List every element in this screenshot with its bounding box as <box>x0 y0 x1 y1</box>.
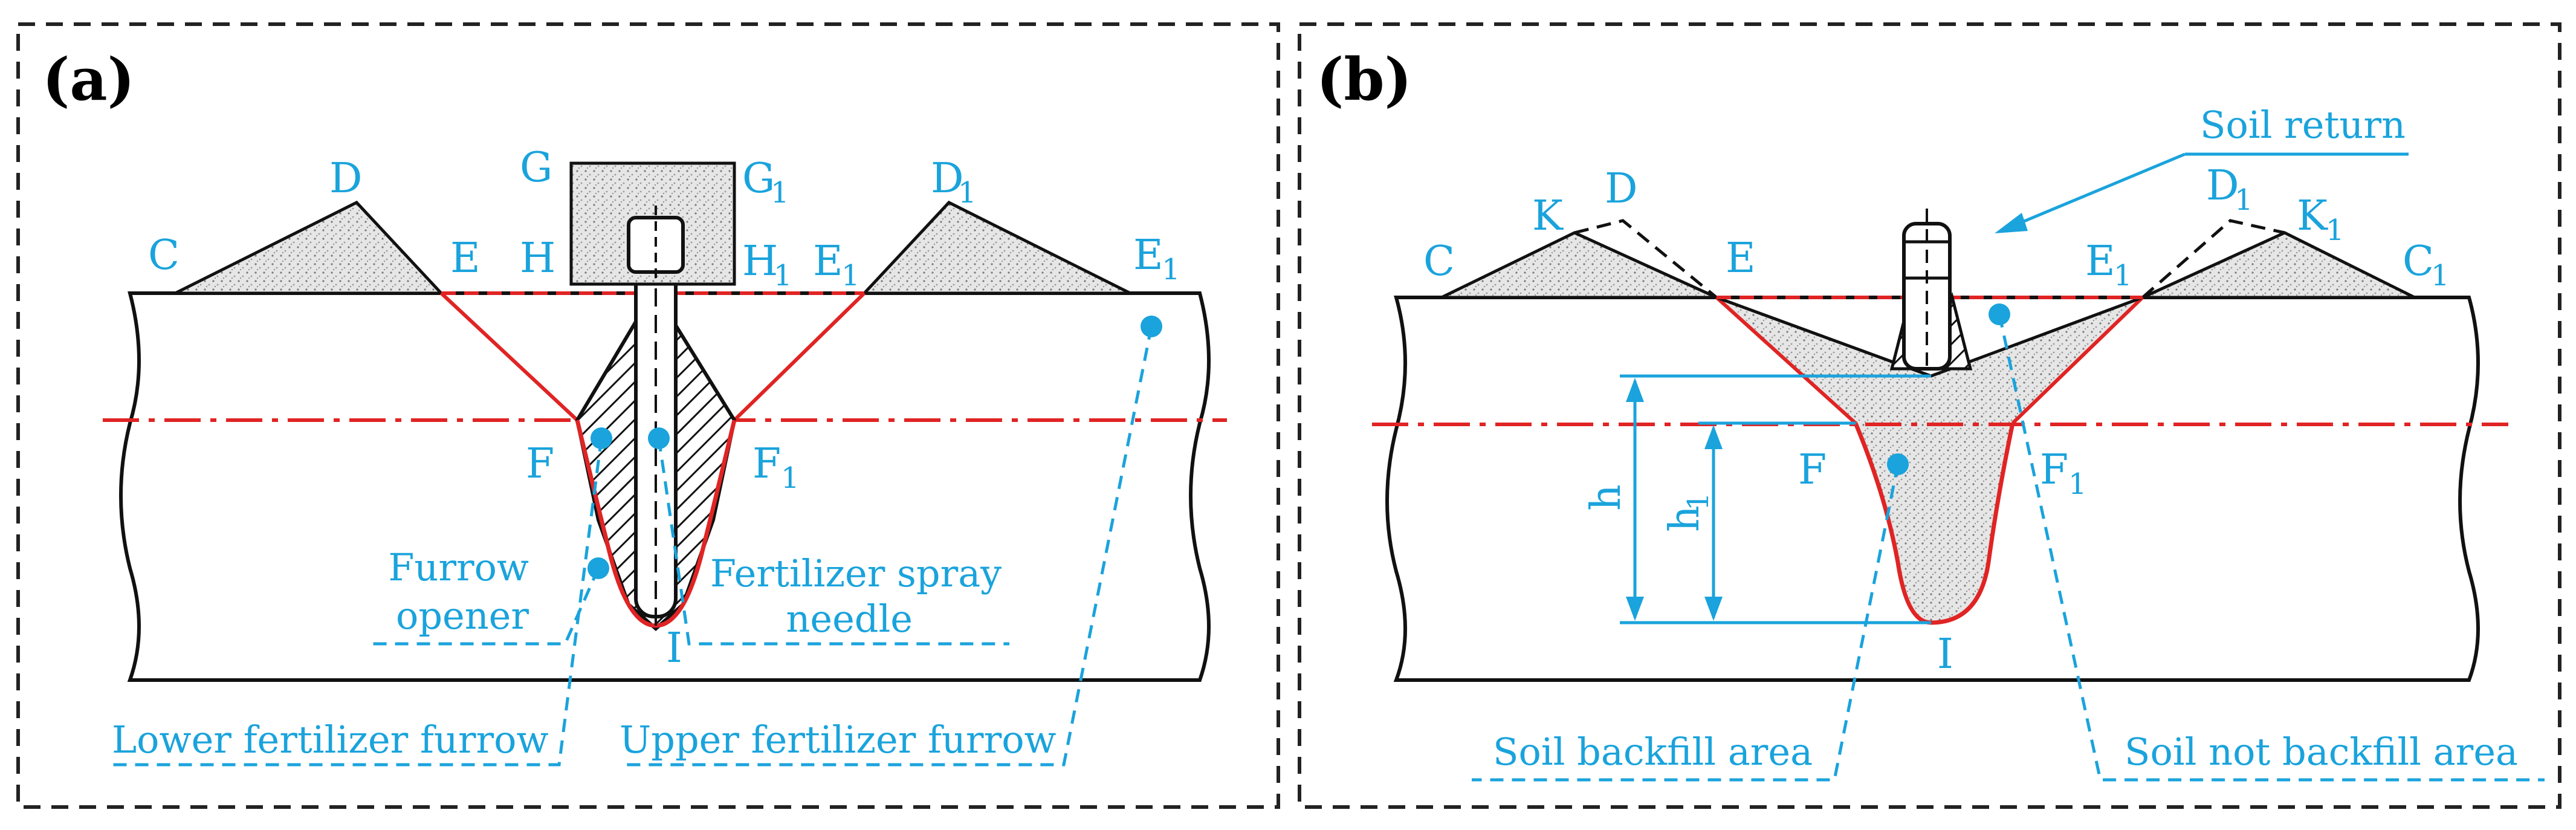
dim-h-arrow-top <box>1626 378 1644 402</box>
point-labels-a: C D E H G G 1 H 1 E 1 D 1 E 1 F F 1 I <box>148 144 1180 672</box>
dim-labels-b: h h 1 <box>1582 484 1715 532</box>
point-g: G <box>520 144 552 192</box>
panel-a-label: (a) <box>42 45 135 114</box>
dim-h1-arrow-bottom <box>1704 597 1723 621</box>
point-e-b: E <box>1726 235 1756 282</box>
point-d1-sub: 1 <box>958 176 977 210</box>
soil-return-annotation: Soil return <box>1995 103 2409 233</box>
point-e1-outer: E <box>1133 232 1163 279</box>
callout-leaders-b <box>1472 314 2545 782</box>
point-i: I <box>666 624 682 672</box>
point-g1-sub: 1 <box>771 176 789 210</box>
soil-pile-left-a <box>174 200 445 295</box>
dim-h-arrow-bottom <box>1626 597 1644 621</box>
point-e1-b: E <box>2085 238 2115 285</box>
point-d1-b: D <box>2206 162 2239 210</box>
point-h1: H <box>742 238 778 285</box>
lower-furrow-outline-b <box>1853 422 2015 625</box>
point-labels-b: C K D E E 1 D 1 K 1 C 1 F F 1 I <box>1423 162 2450 678</box>
point-h: H <box>520 235 555 282</box>
caption-backfill: Soil backfill area <box>1493 730 1813 774</box>
point-i-b: I <box>1937 631 1953 678</box>
point-e1-inner: E <box>813 238 843 285</box>
caption-furrow-opener-2: opener <box>396 594 529 638</box>
caption-needle-2: needle <box>786 597 913 641</box>
soil-pile-left-b <box>1440 231 1718 299</box>
caption-upper-furrow: Upper fertilizer furrow <box>620 718 1057 762</box>
caption-furrow-opener-1: Furrow <box>388 545 529 589</box>
point-d: D <box>329 155 363 203</box>
dim-label-h: h <box>1582 484 1630 511</box>
captions-b: Soil backfill area Soil not backfill are… <box>1493 730 2518 774</box>
captions-a: Furrow opener Fertilizer spray needle Lo… <box>112 545 1057 762</box>
dim-label-h1: h <box>1661 505 1709 532</box>
point-g1: G <box>742 155 775 203</box>
caption-needle-1: Fertilizer spray <box>710 551 1002 595</box>
point-c-b: C <box>1423 238 1455 285</box>
upper-furrow-outline-a <box>439 291 579 422</box>
panel-b: (b) <box>1298 22 2561 809</box>
dimensions-b <box>1620 374 1931 624</box>
point-e: E <box>450 235 481 282</box>
point-k-b: K <box>1532 192 1564 240</box>
caption-lower-furrow: Lower fertilizer furrow <box>112 718 549 762</box>
soil-pile-right-a <box>861 200 1131 295</box>
point-c1-b: C <box>2403 238 2434 285</box>
point-c1-b-sub: 1 <box>2431 259 2450 293</box>
dim-label-h1-sub: 1 <box>1681 492 1715 511</box>
point-e1-b-sub: 1 <box>2114 259 2132 293</box>
furrow-outline-left-b <box>1715 296 1857 425</box>
leader-not-backfill <box>1998 314 2545 782</box>
point-f1-b-sub: 1 <box>2068 467 2087 501</box>
panel-a: (a) C D E H G G 1 H <box>16 22 1280 809</box>
leader-upper-furrow <box>623 326 1153 767</box>
original-pile-right-b <box>2141 219 2285 299</box>
caption-not-backfill: Soil not backfill area <box>2125 730 2518 774</box>
panel-b-frame <box>1298 22 2561 809</box>
point-k1-b-sub: 1 <box>2326 213 2345 247</box>
point-f: F <box>526 440 554 488</box>
panel-a-frame <box>16 22 1280 809</box>
upper-furrow-outline-a-right <box>733 291 866 422</box>
panel-b-label: (b) <box>1316 45 1412 114</box>
point-f1-sub: 1 <box>781 461 800 495</box>
point-e1-inner-sub: 1 <box>841 259 860 293</box>
soil-pile-right-b <box>2141 231 2416 299</box>
dim-h1-arrow-top <box>1704 425 1723 449</box>
leader-needle <box>657 438 1009 646</box>
callout-leaders-a <box>109 326 1153 767</box>
point-e1-outer-sub: 1 <box>1162 253 1180 287</box>
point-d-b: D <box>1605 165 1638 213</box>
point-d1: D <box>931 155 964 203</box>
point-d1-b-sub: 1 <box>2235 183 2253 217</box>
point-f1: F <box>752 440 781 488</box>
point-k1-b: K <box>2297 192 2328 240</box>
leader-opener <box>369 567 600 646</box>
soil-return-arrow <box>2006 152 2186 230</box>
soil-return-arrowhead <box>1995 213 2028 233</box>
point-c: C <box>148 232 180 279</box>
caption-soil-return: Soil return <box>2200 103 2406 147</box>
point-f-b: F <box>1798 446 1827 494</box>
leader-lower-furrow <box>109 438 603 767</box>
soil-backfill-region <box>1717 297 2143 623</box>
furrow-outline-right-b <box>2011 296 2144 425</box>
point-h1-sub: 1 <box>774 259 792 293</box>
original-pile-left-b <box>1574 219 1718 299</box>
point-f1-b: F <box>2040 446 2068 494</box>
